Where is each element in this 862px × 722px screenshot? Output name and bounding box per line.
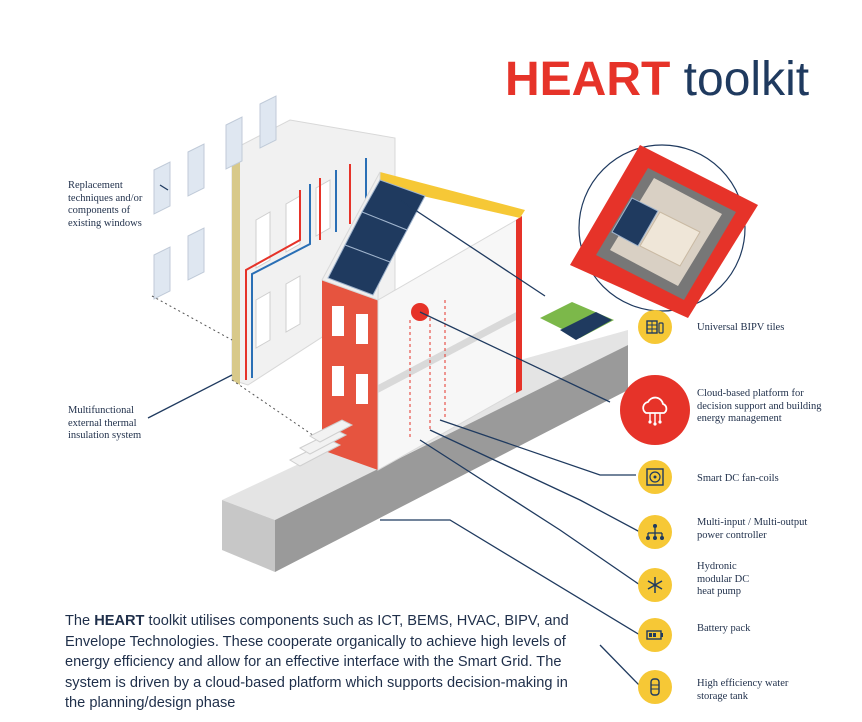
solar-tile-icon xyxy=(646,320,664,334)
fancoil-icon-circle xyxy=(638,460,672,494)
label-fancoil: Smart DC fan-coils xyxy=(697,473,779,484)
bipv-zoom-circle xyxy=(570,144,758,318)
tank-icon-circle xyxy=(638,670,672,704)
fan-coil-icon xyxy=(646,468,664,486)
battery-icon-circle xyxy=(638,618,672,652)
controller-icon-circle xyxy=(638,515,672,549)
bipv-tiles-icon-circle xyxy=(638,310,672,344)
label-cloud: Cloud-based platform for decision suppor… xyxy=(697,388,822,424)
dashed-wiring xyxy=(409,300,446,440)
dotted-link xyxy=(151,295,233,341)
ground-slab-side xyxy=(275,345,628,572)
battery-icon xyxy=(646,630,663,640)
para-pre: The xyxy=(65,613,95,629)
title-suffix: toolkit xyxy=(683,53,810,106)
solar-panels xyxy=(327,179,426,296)
side-wall-red xyxy=(516,216,522,393)
para-body: toolkit utilises components such as ICT,… xyxy=(65,613,569,711)
main-building-floor xyxy=(378,310,520,393)
connector-lines xyxy=(147,184,641,687)
label-heatpump: Hydronic modular DC heat pump xyxy=(697,561,750,597)
roof-yellow xyxy=(378,172,525,218)
snowflake-icon xyxy=(647,577,663,593)
front-windows xyxy=(332,306,368,404)
label-bipv: Universal BIPV tiles xyxy=(697,322,785,333)
para-brand: HEART xyxy=(94,613,145,629)
stairs xyxy=(288,419,354,467)
ground-slab-front xyxy=(222,500,275,572)
water-tank-icon xyxy=(650,678,660,696)
label-insulation: Multifunctional external thermal insulat… xyxy=(68,405,142,441)
cloud-icon xyxy=(642,396,668,426)
page-title: HEART toolkit xyxy=(505,52,809,108)
network-icon xyxy=(646,524,664,540)
label-tank: High efficiency water storage tank xyxy=(697,678,789,702)
cloud-icon-circle xyxy=(620,375,690,445)
pipes xyxy=(245,158,367,380)
title-brand: HEART xyxy=(505,53,671,106)
label-controller: Multi-input / Multi-output power control… xyxy=(697,517,808,541)
garden-path xyxy=(560,312,612,340)
heatpump-icon-circle xyxy=(638,568,672,602)
label-battery: Battery pack xyxy=(697,623,751,634)
floating-windows xyxy=(153,95,277,300)
description-paragraph: The HEART toolkit utilises components su… xyxy=(65,611,585,714)
label-windows: Replacement techniques and/or components… xyxy=(68,180,143,229)
back-building-edge xyxy=(232,147,240,385)
dotted-link-2 xyxy=(231,379,321,441)
